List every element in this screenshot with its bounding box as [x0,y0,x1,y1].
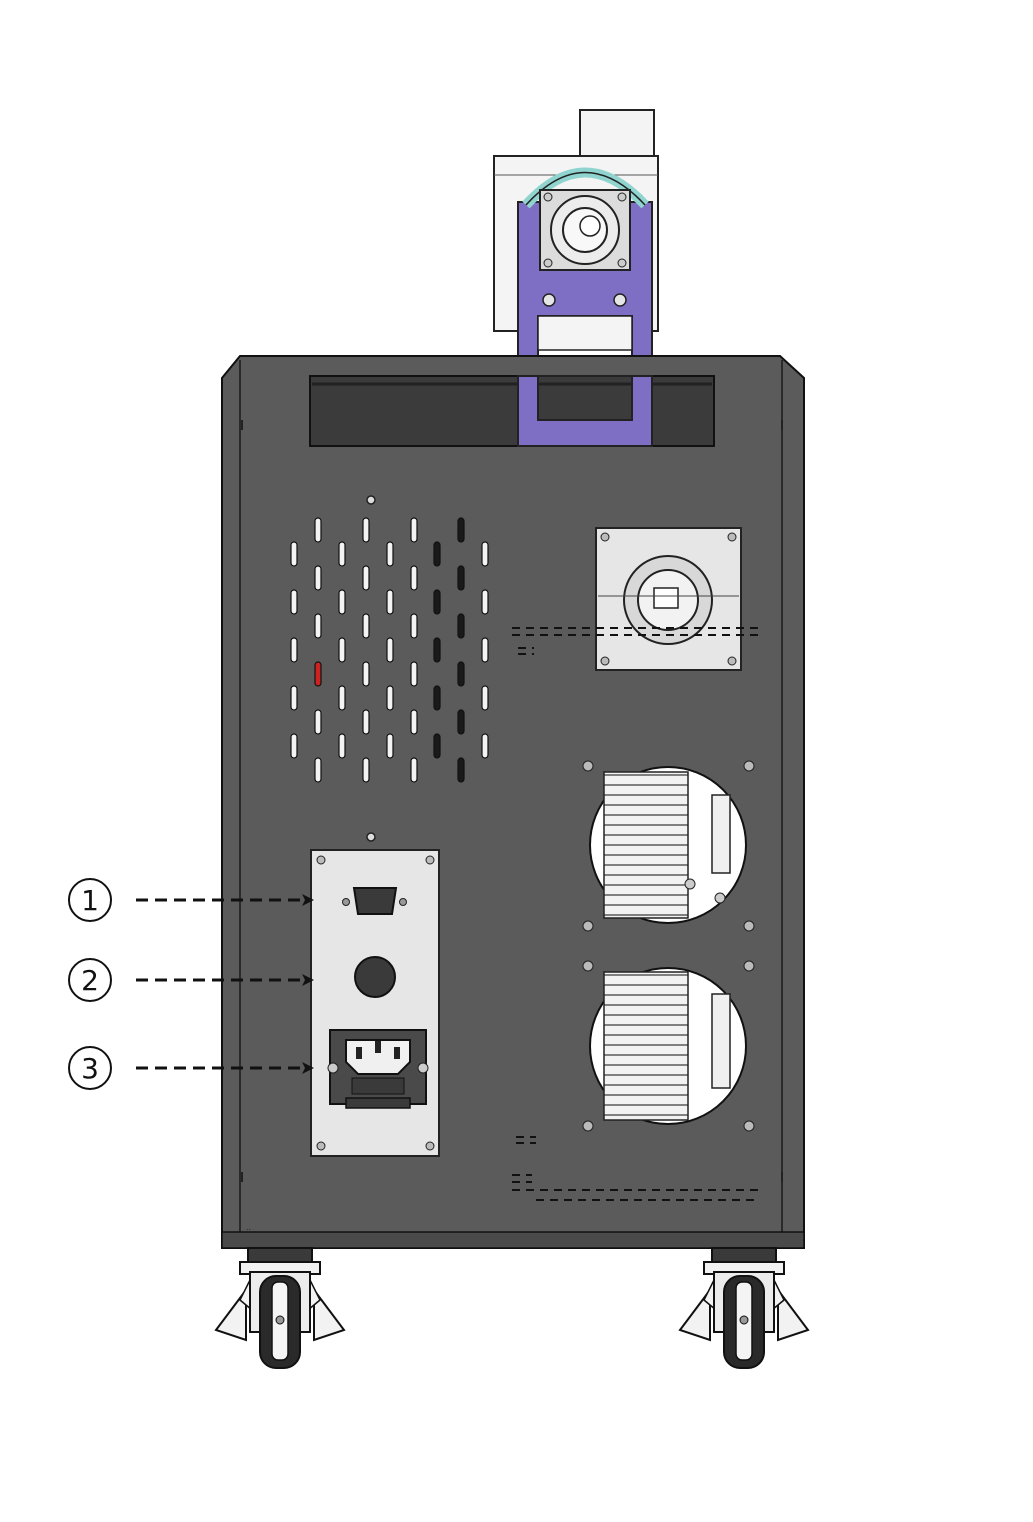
vent-slot [433,733,441,759]
vent-slot [481,733,489,759]
callout-3-label: 3 [81,1052,99,1085]
top-cap [579,109,655,161]
vent-slot [481,541,489,567]
connector-panel [310,849,440,1157]
vent-slot [338,637,346,663]
circled-number-icon [68,958,112,1002]
vent-screw [366,495,376,505]
vent-slot [457,613,465,639]
vent-slot [362,757,370,783]
vent-slot [314,517,322,543]
vent-slot [457,517,465,543]
callout-1: 1 [68,878,314,922]
vent-slot [362,709,370,735]
vent-slot [338,541,346,567]
vent-slot [290,541,298,567]
vent-slot [314,757,322,783]
vent-slot [362,661,370,687]
vent-slot [410,613,418,639]
vent-slot [457,565,465,591]
hidden-lines [512,627,758,1201]
callout-2: 2 [68,958,314,1002]
bracket-screw-right [613,293,627,307]
vent-slot [314,565,322,591]
vent-slot [433,637,441,663]
vent-slot [386,589,394,615]
vent-slot [314,661,322,687]
vent-slot [362,565,370,591]
vent-slot [386,685,394,711]
vent-slot [433,685,441,711]
callout-2-label: 2 [81,964,99,997]
vent-slot [386,637,394,663]
vent-slot [433,541,441,567]
vent-slot [410,565,418,591]
vent-slot [410,709,418,735]
vent-slot [457,757,465,783]
vent-slot [362,613,370,639]
svg-text:..: .. [246,1223,251,1232]
fiber-output-port [595,527,742,671]
vent-slot [433,589,441,615]
vent-slot [338,685,346,711]
bracket-screw-left [542,293,556,307]
circled-number-icon [68,1046,112,1090]
vent-slot [481,685,489,711]
vent-slot [338,733,346,759]
vent-slot [410,757,418,783]
vent-slot [290,685,298,711]
circled-number-icon [68,878,112,922]
callout-3: 3 [68,1046,314,1090]
vent-slot [386,733,394,759]
vent-slot [290,637,298,663]
cooling-fan-upper [582,760,755,932]
vent-slot [314,613,322,639]
callout-1-label: 1 [81,884,99,917]
top-handle-recess [309,375,715,447]
cooling-fan-lower [582,960,755,1132]
vent-slot [457,709,465,735]
ventilation-grille [290,517,489,783]
round-blank-port[interactable] [354,956,396,998]
vent-slot [481,637,489,663]
vent-slot [481,589,489,615]
db9-serial-connector[interactable] [342,887,407,915]
vent-slot [290,589,298,615]
caster-wheel-right [678,1247,810,1369]
vent-slot [338,589,346,615]
laser-head-assembly [493,109,659,451]
vent-slot [290,733,298,759]
vent-slot [386,541,394,567]
iec-power-inlet[interactable] [327,1029,429,1109]
vent-slot [410,517,418,543]
caster-wheel-left [214,1247,346,1369]
vent-slot [314,709,322,735]
vent-slot [410,661,418,687]
vent-slot [362,517,370,543]
vent-slot [457,661,465,687]
